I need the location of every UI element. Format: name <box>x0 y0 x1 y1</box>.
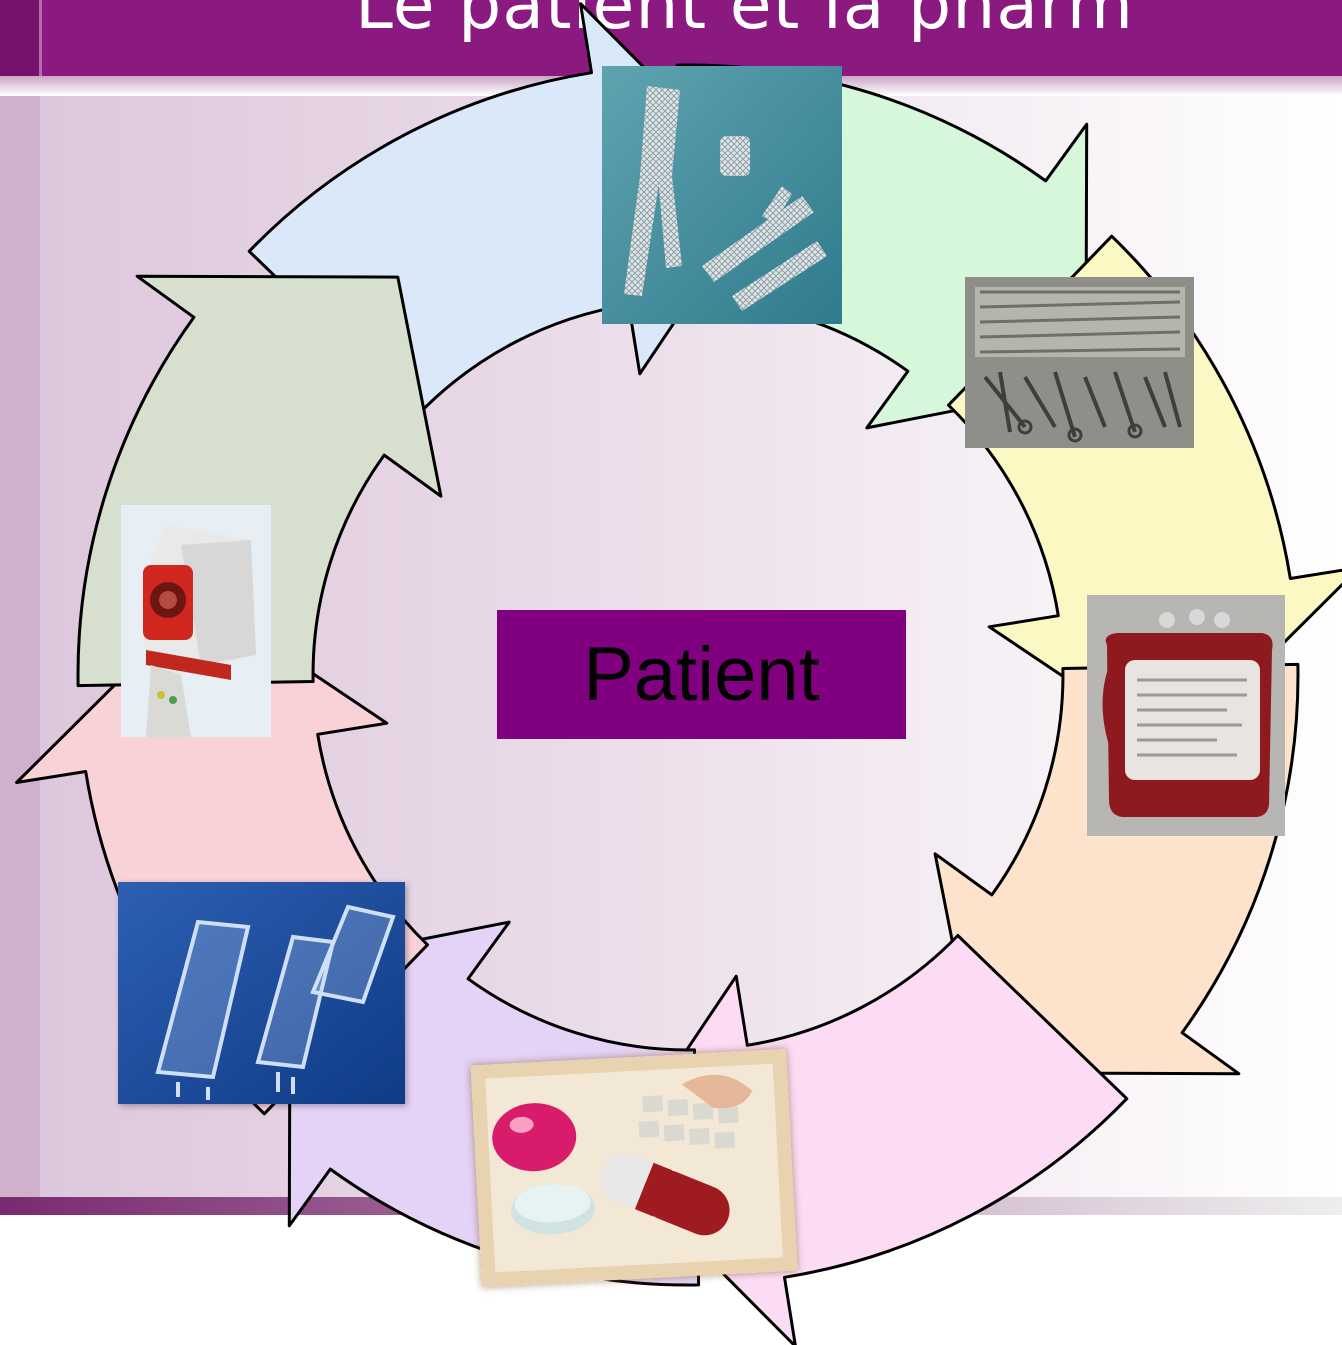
stents-photo <box>602 66 842 324</box>
surgical-instruments-photo <box>965 277 1194 448</box>
medical-device-photo <box>121 505 271 737</box>
blood-bag-photo <box>1087 595 1285 836</box>
header-bar: Le patient et la pharm <box>0 0 1342 76</box>
slide-title: Le patient et la pharm <box>355 0 1134 45</box>
pills-keyboard-photo <box>470 1048 798 1288</box>
patient-box: Patient <box>497 610 906 739</box>
left-band <box>0 96 40 1201</box>
iv-bags-photo <box>118 882 405 1104</box>
patient-label: Patient <box>583 631 820 717</box>
header-left-block <box>0 0 42 76</box>
